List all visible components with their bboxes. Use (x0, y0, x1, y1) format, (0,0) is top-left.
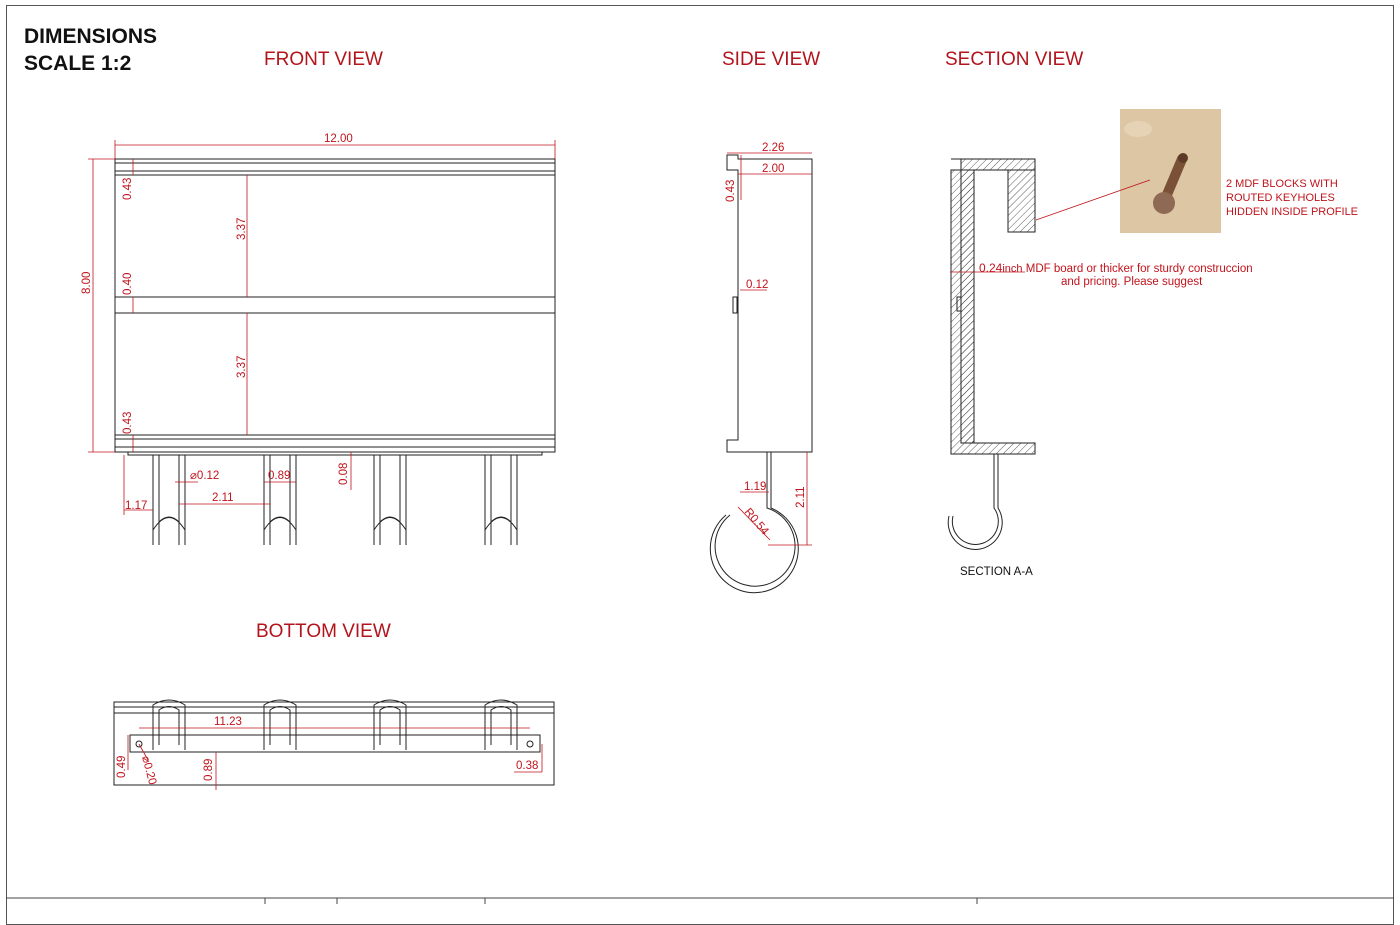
title-block-lines (6, 897, 1394, 904)
dim-hook-drop-label: 2.11 (795, 486, 807, 508)
front-view-dimension-labels: 12.00 8.00 0.43 0.40 0.43 3.37 3.37 ⌀0.1… (81, 133, 353, 512)
section-view-leaders (950, 179, 1151, 273)
mdf-board-line1: MDF board or thicker for sturdy construc… (1025, 263, 1253, 275)
dim-hook-dia-label: ⌀0.12 (190, 470, 219, 482)
mdf-thickness-unit: inch (1002, 263, 1023, 275)
dim-mid-rail-label: 0.40 (122, 273, 134, 295)
dim-panel-upper-label: 3.37 (236, 218, 248, 240)
section-a-a-label: SECTION A-A (960, 566, 1033, 578)
bottom-view-dimension-lines (127, 727, 543, 790)
mdf-thickness-note: 0.24inch MDF board or thicker for sturdy… (979, 261, 1253, 276)
dim-top-rail-label: 0.43 (122, 178, 134, 200)
mdf-board-line2: and pricing. Please suggest (1061, 276, 1203, 288)
dim-height-label: 8.00 (81, 272, 93, 294)
bottom-view-svg: 11.23 0.49 ⌀0.20 0.89 0.38 (113, 699, 555, 790)
side-view-dimension-lines (727, 152, 812, 546)
front-view-dimension-lines (88, 140, 556, 515)
dim-depth-inner-label: 2.00 (762, 163, 784, 175)
dim-hook-offset-label: 1.17 (125, 500, 147, 512)
dim-thickness-label: 0.12 (746, 279, 768, 291)
section-view-title: SECTION VIEW (945, 49, 1084, 70)
mdf-thickness-value: 0.24 (979, 261, 1003, 275)
side-view-drawing (709, 154, 813, 594)
dim-hole-spacing-label: 11.23 (214, 716, 242, 728)
dim-hook-gap-label: 0.08 (338, 463, 350, 485)
dim-lip-label: 0.43 (725, 180, 737, 202)
front-view-hooks (152, 455, 518, 545)
section-view-drawing (947, 158, 1036, 550)
bottom-view-title: BOTTOM VIEW (256, 621, 391, 642)
dim-hook-width-label: 0.89 (268, 470, 290, 482)
drawing-title: DIMENSIONS (24, 25, 158, 48)
dim-depth-outer-label: 2.26 (762, 142, 784, 154)
dim-panel-lower-label: 3.37 (236, 356, 248, 378)
dim-hook-spacing-label: 2.11 (212, 492, 234, 504)
dim-hook-reach-label: 1.19 (744, 481, 766, 493)
side-view-title: SIDE VIEW (722, 49, 821, 70)
dim-depth-label: 0.49 (116, 756, 128, 778)
keyhole-photo (1120, 109, 1221, 233)
dim-bottom-rail-label: 0.43 (122, 412, 134, 434)
front-view-title: FRONT VIEW (264, 49, 383, 70)
dim-inner-depth-label: 0.89 (203, 759, 215, 781)
dim-width-label: 12.00 (324, 133, 353, 145)
bottom-view-drawing (113, 699, 555, 786)
technical-drawing: 12.00 8.00 0.43 0.40 0.43 3.37 3.37 ⌀0.1… (81, 133, 1151, 594)
mdf-blocks-note: 2 MDF BLOCKS WITH ROUTED KEYHOLES HIDDEN… (1226, 178, 1359, 218)
dim-hole-edge-label: 0.38 (516, 760, 538, 772)
front-view-drawing (114, 158, 556, 456)
drawing-scale: SCALE 1:2 (24, 52, 132, 75)
